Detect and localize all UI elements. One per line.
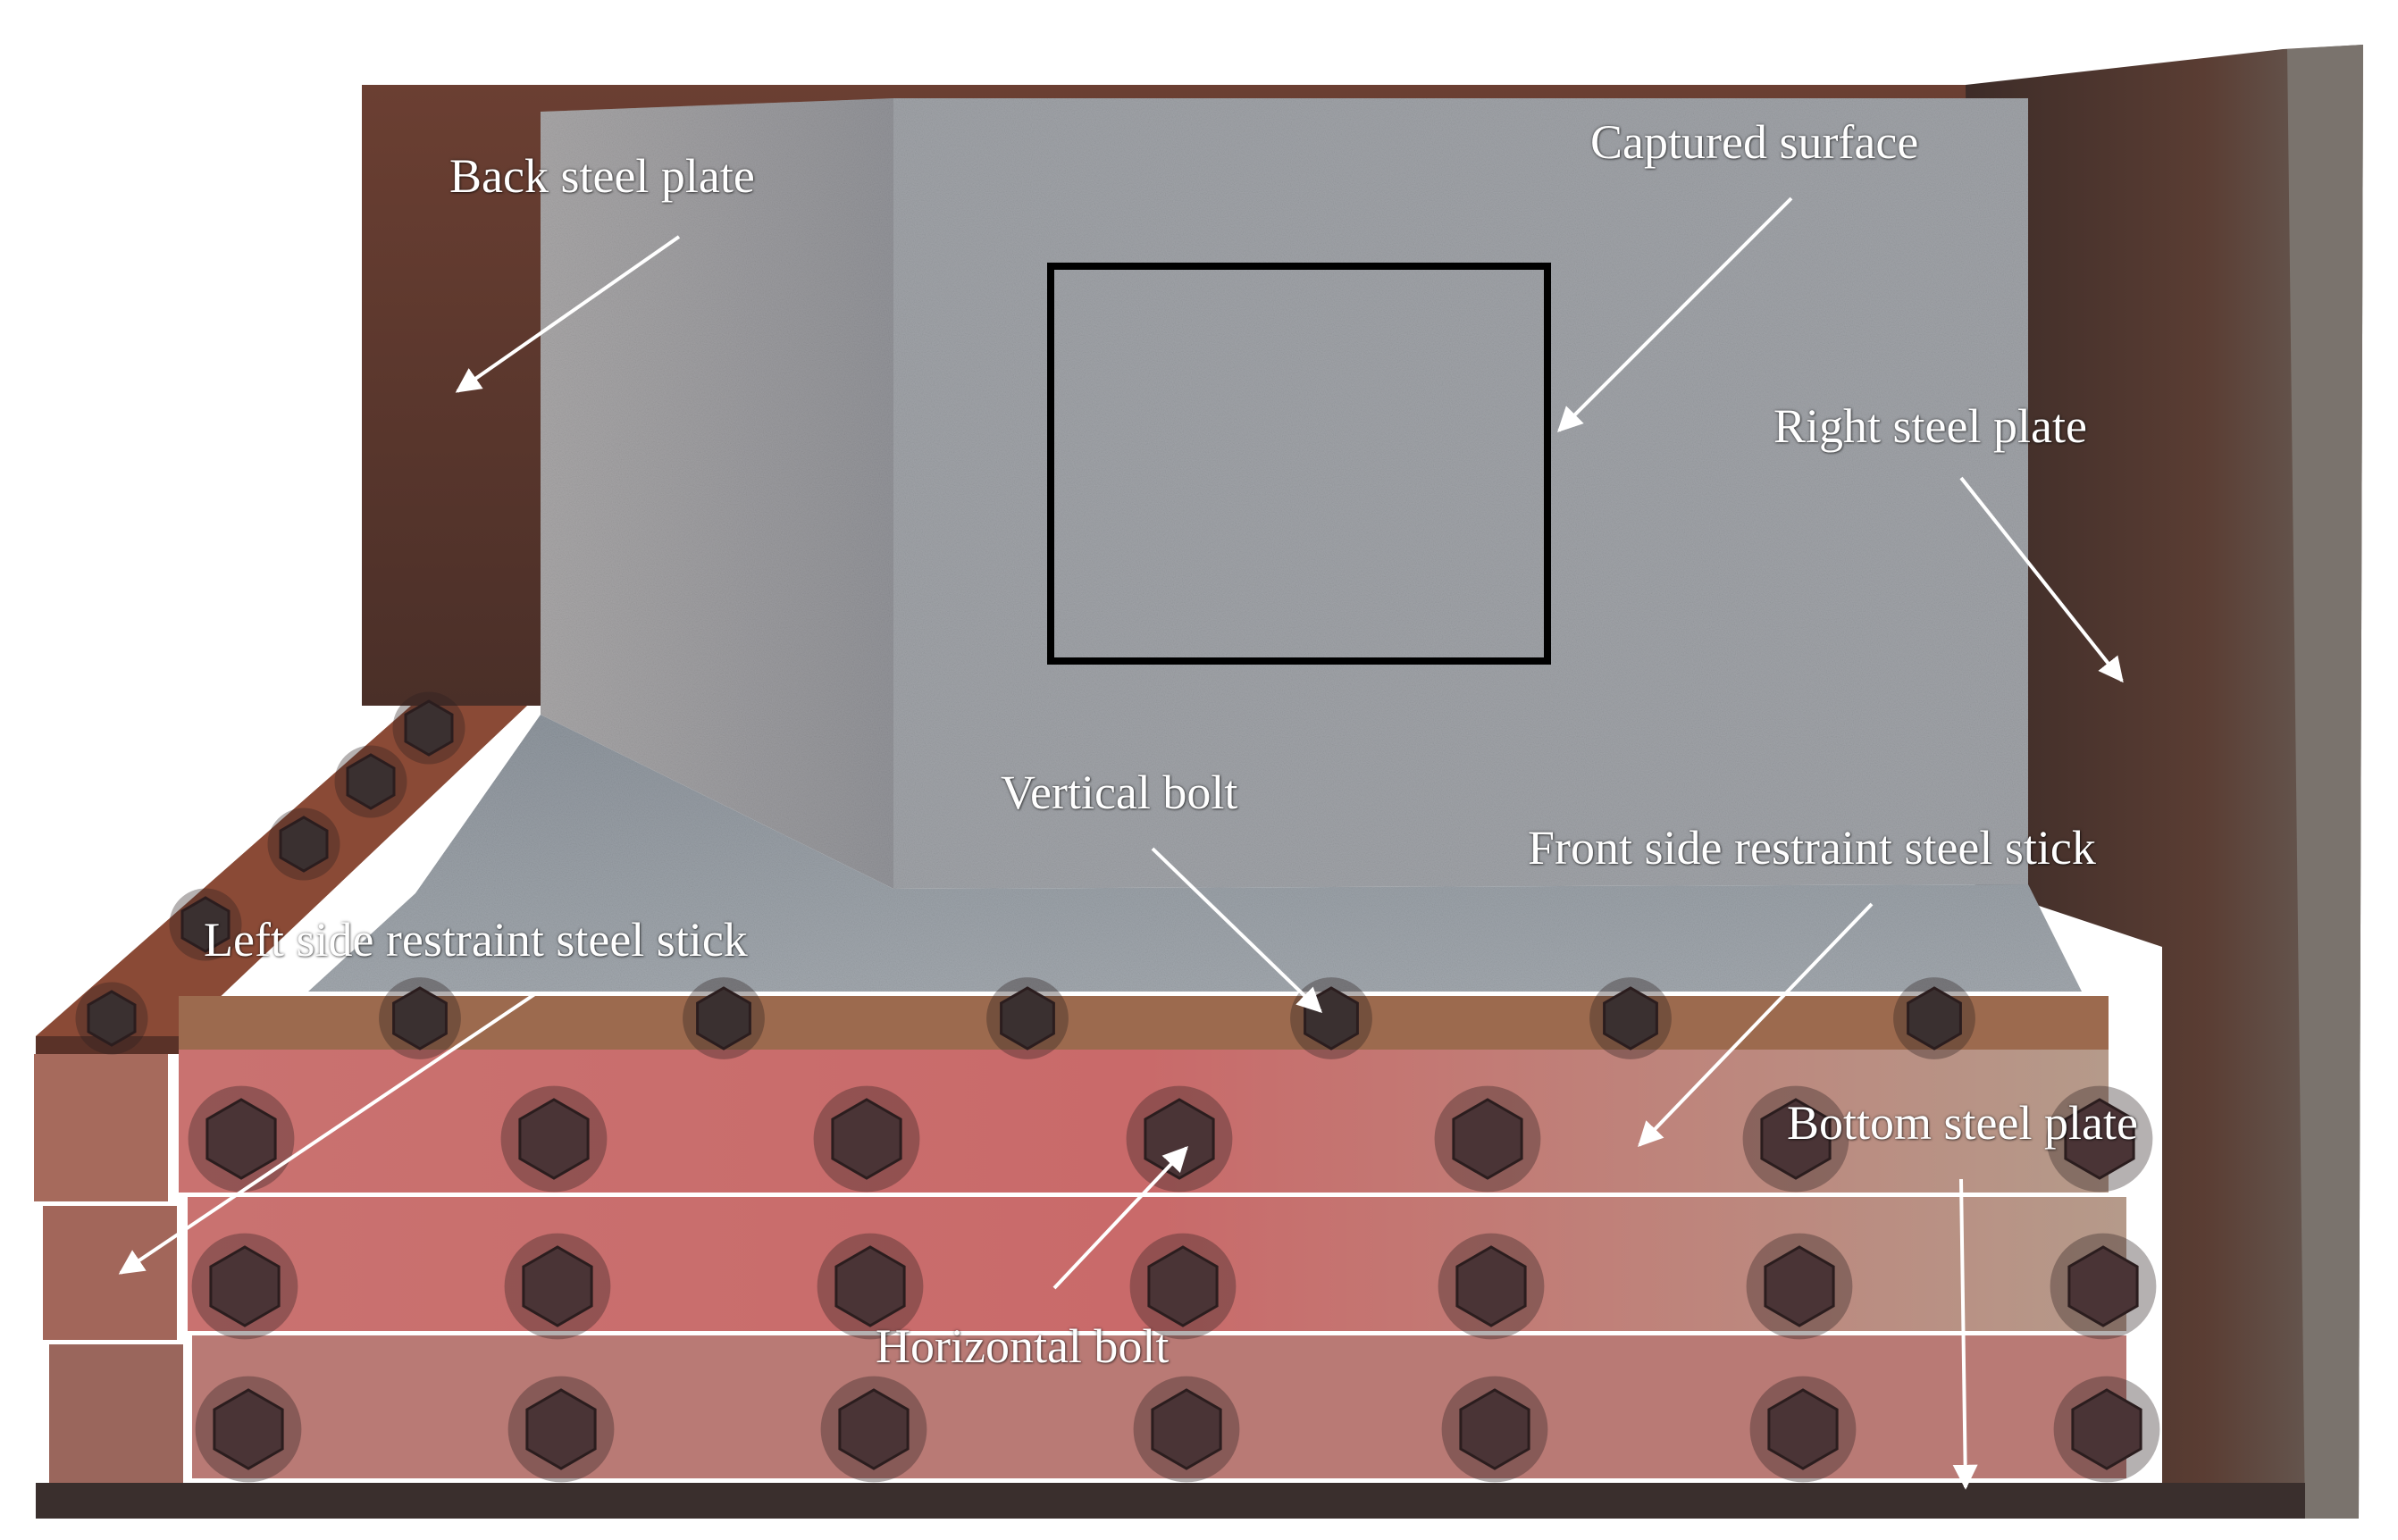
label-bottom-steel-plate: Bottom steel plate <box>1787 1096 2138 1150</box>
vertical-bolt-icon <box>1000 986 1055 1050</box>
horizontal-bolt-icon <box>2071 1388 2142 1470</box>
left-restraint-stick <box>36 706 527 1036</box>
left-restraint-bolt-icon <box>404 699 454 757</box>
horizontal-bolt-icon <box>1459 1388 1530 1470</box>
horizontal-bolt-icon <box>1452 1098 1523 1180</box>
left-end-block-1 <box>34 1054 168 1201</box>
label-front-side-restraint: Front side restraint steel stick <box>1528 821 2096 875</box>
left-end-block-2 <box>43 1206 177 1340</box>
horizontal-bolt-icon <box>1151 1388 1222 1470</box>
horizontal-bolt-icon <box>838 1388 910 1470</box>
right-plate-edge <box>2287 45 2363 1519</box>
captured-surface-box <box>1047 263 1551 665</box>
horizontal-bolt-icon <box>2064 1098 2135 1180</box>
vertical-bolt-icon <box>696 986 751 1050</box>
bottom-steel-plate <box>36 1483 2305 1519</box>
vertical-bolt-icon <box>392 986 448 1050</box>
label-vertical-bolt: Vertical bolt <box>1001 766 1238 819</box>
left-restraint-bolt-icon <box>279 816 329 873</box>
horizontal-bolt-icon <box>1764 1245 1835 1327</box>
right-steel-plate <box>1966 45 2363 1519</box>
left-restraint-bolt-icon <box>346 753 396 810</box>
label-captured-surface: Captured surface <box>1590 115 1919 169</box>
horizontal-bolt-icon <box>213 1388 284 1470</box>
horizontal-bolt-icon <box>1767 1388 1839 1470</box>
horizontal-bolt-icon <box>831 1098 902 1180</box>
horizontal-bolt-icon <box>525 1388 597 1470</box>
label-right-steel-plate: Right steel plate <box>1773 399 2087 453</box>
label-back-steel-plate: Back steel plate <box>449 149 755 203</box>
left-restraint-bolt-icon <box>87 990 137 1047</box>
horizontal-bolt-icon <box>2067 1245 2139 1327</box>
horizontal-bolt-icon <box>1455 1245 1527 1327</box>
left-end-block-3 <box>49 1344 183 1487</box>
left-restraint-bolt-icon <box>180 896 231 953</box>
vertical-bolt-icon <box>1304 986 1359 1050</box>
vertical-bolt-icon <box>1907 986 1962 1050</box>
label-horizontal-bolt: Horizontal bolt <box>876 1319 1170 1373</box>
label-left-side-restraint: Left side restraint steel stick <box>204 913 748 967</box>
front-restraint-top-rail <box>179 996 2109 1050</box>
horizontal-bolt-icon <box>834 1245 906 1327</box>
vertical-bolt-icon <box>1603 986 1658 1050</box>
